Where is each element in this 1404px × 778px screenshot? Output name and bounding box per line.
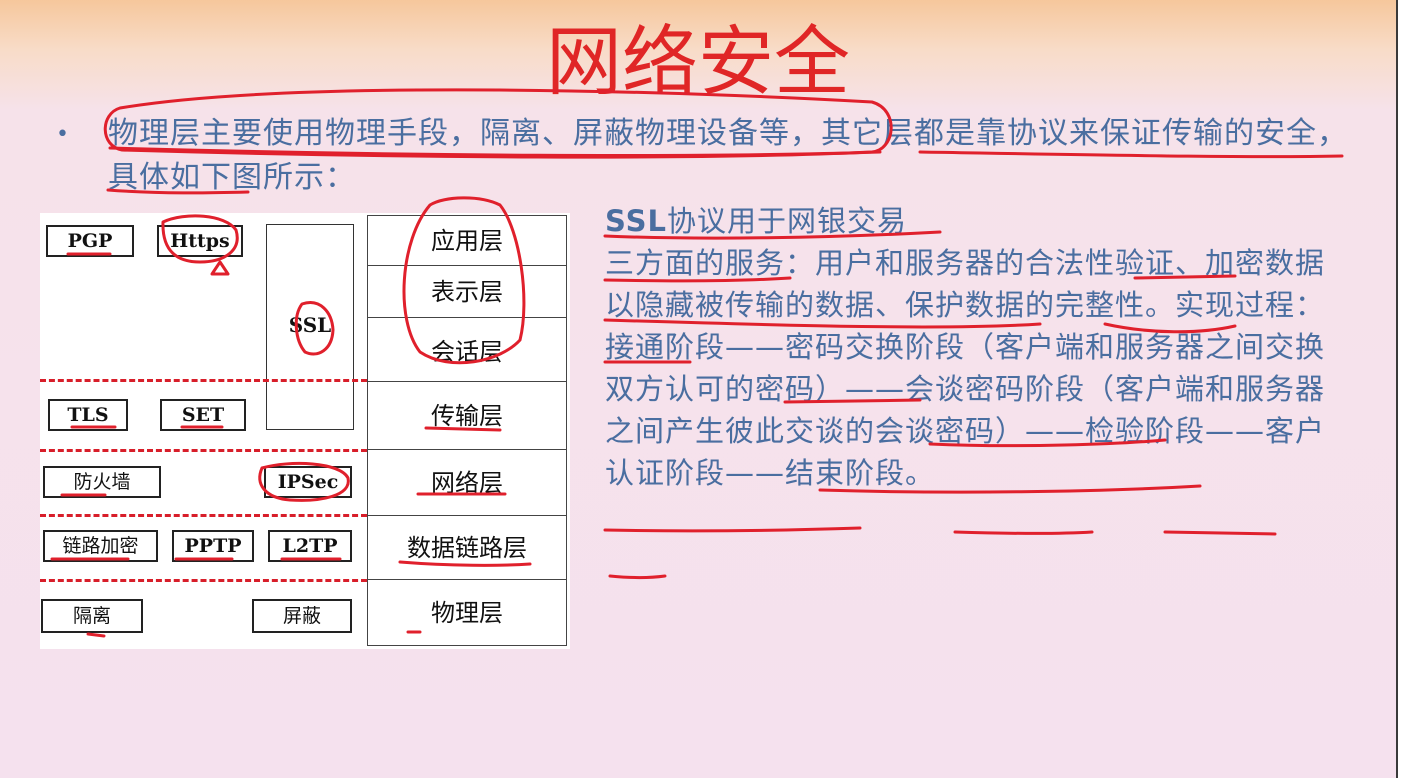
protocol-shielding: 屏蔽 (252, 599, 352, 633)
layer-presentation: 表示层 (367, 265, 567, 317)
protocol-https: Https (157, 225, 243, 257)
window-edge (1396, 0, 1404, 778)
ssl-heading-keyword: SSL (605, 204, 667, 238)
protocol-isolation: 隔离 (41, 599, 143, 633)
protocol-ipsec: IPSec (264, 466, 352, 498)
ssl-explanation: SSL协议用于网银交易 三方面的服务：用户和服务器的合法性验证、加密数据以隐藏被… (605, 200, 1325, 494)
stack-bottom-border (367, 645, 567, 646)
ink-underline-verify (953, 530, 1094, 535)
layer-data-link: 数据链路层 (367, 515, 567, 579)
ssl-label: SSL (288, 313, 332, 337)
layer-application: 应用层 (367, 215, 567, 265)
bullet-marker: • (56, 122, 69, 147)
intro-paragraph: 物理层主要使用物理手段，隔离、屏蔽物理设备等，其它层都是靠协议来保证传输的安全，… (108, 116, 1348, 195)
protocol-set: SET (160, 399, 246, 431)
ink-underline-end (608, 574, 667, 579)
separator-datalink-physical (40, 579, 367, 582)
separator-network-datalink (40, 514, 367, 517)
layer-transport: 传输层 (367, 381, 567, 449)
layer-network: 网络层 (367, 449, 567, 515)
layer-session: 会话层 (367, 317, 567, 381)
protocol-pptp: PPTP (172, 530, 254, 562)
osi-security-diagram: 应用层 表示层 会话层 传输层 网络层 数据链路层 物理层 SSL PGP Ht… (40, 213, 570, 649)
layer-physical: 物理层 (367, 579, 567, 645)
ink-underline-auth (1163, 530, 1277, 536)
slide-title: 网络安全 (546, 17, 850, 106)
ssl-explanation-body: 三方面的服务：用户和服务器的合法性验证、加密数据以隐藏被传输的数据、保护数据的完… (605, 246, 1326, 490)
protocol-firewall: 防火墙 (43, 466, 161, 498)
protocol-tls: TLS (48, 399, 128, 431)
protocol-link-encryption: 链路加密 (43, 530, 158, 562)
ssl-heading-text: 协议用于网银交易 (666, 204, 907, 238)
separator-session-transport (40, 379, 367, 382)
separator-transport-network (40, 449, 367, 452)
ink-underline-talk (603, 526, 862, 533)
ssl-column: SSL (266, 224, 354, 430)
protocol-pgp: PGP (46, 225, 134, 257)
protocol-l2tp: L2TP (268, 530, 352, 562)
